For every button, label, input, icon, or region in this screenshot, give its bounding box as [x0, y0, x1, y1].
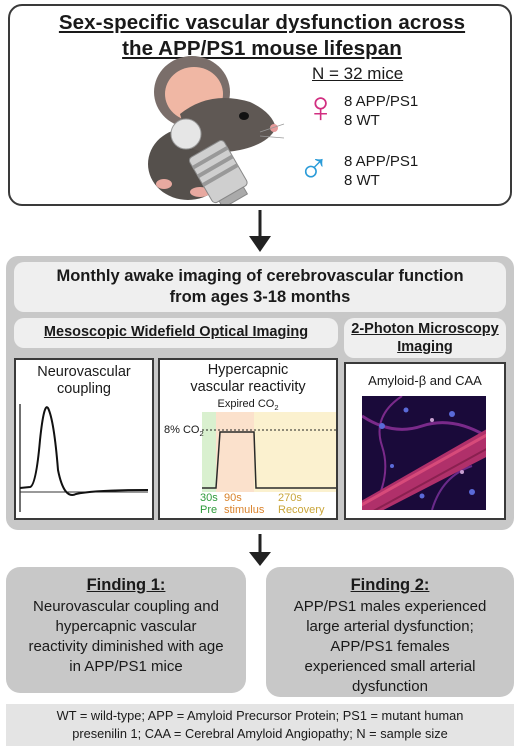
male-symbol-icon: ♂ [298, 143, 330, 190]
finding-1-line: hypercapnic vascular [55, 618, 197, 635]
footnote-line-1: WT = wild-type; APP = Amyloid Precursor … [56, 708, 464, 723]
nvc-label-line-1: Neurovascular [37, 364, 131, 380]
finding-2-line: APP/PS1 females [330, 638, 450, 655]
two-photon-line-2: Imaging [397, 339, 453, 355]
flow-arrow-icon [249, 210, 271, 252]
female-group: 8 APP/PS1 8 WT [344, 92, 418, 130]
finding-2-card: Finding 2: APP/PS1 males experienced lar… [266, 567, 514, 697]
hvr-card: Hypercapnic vascular reactivity Expired … [158, 358, 338, 520]
finding-2-line: dysfunction [352, 678, 428, 695]
mouse-illustration [148, 56, 285, 204]
study-overview-box: Sex-specific vascular dysfunction across… [8, 4, 512, 206]
two-photon-micrograph [362, 396, 486, 510]
flow-arrow-2-icon [249, 534, 271, 566]
female-symbol-icon: ♀ [304, 83, 337, 132]
title-line-2: the APP/PS1 mouse lifespan [122, 37, 402, 60]
imaging-title-line-2: from ages 3-18 months [169, 288, 351, 306]
finding-2-title: Finding 2: [350, 576, 430, 594]
finding-2-line: large arterial dysfunction; [306, 618, 474, 635]
male-app-count: 8 APP/PS1 [344, 153, 419, 170]
finding-1-line: reactivity diminished with age [28, 638, 224, 655]
two-photon-line-1: 2-Photon Microscopy [351, 321, 499, 337]
imaging-title-line-1: Monthly awake imaging of cerebrovascular… [56, 267, 464, 285]
hvr-co2-plot [202, 412, 336, 492]
male-wt-count: 8 WT [344, 172, 380, 189]
nvc-response-curve [19, 404, 149, 512]
two-photon-heading: 2-Photon Microscopy Imaging [344, 318, 506, 358]
title-line-1: Sex-specific vascular dysfunction across [58, 11, 466, 34]
caa-card: Amyloid-β and CAA [344, 362, 506, 520]
female-app-count: 8 APP/PS1 [344, 93, 419, 110]
caa-label: Amyloid-β and CAA [368, 373, 482, 388]
hvr-label-line-2: vascular reactivity [190, 379, 306, 395]
cohort-size: N = 32 mice [312, 64, 404, 83]
finding-2-line: APP/PS1 males experienced [293, 598, 487, 615]
abbreviations-footnote: WT = wild-type; APP = Amyloid Precursor … [6, 704, 514, 746]
co2-level-label: 8% CO2 [164, 424, 204, 439]
finding-1-title: Finding 1: [86, 576, 166, 594]
mesoscopic-heading: Mesoscopic Widefield Optical Imaging [14, 318, 338, 348]
imaging-panel-title: Monthly awake imaging of cerebrovascular… [14, 262, 506, 312]
male-group: 8 APP/PS1 8 WT [344, 152, 418, 190]
finding-1-card: Finding 1: Neurovascular coupling and hy… [6, 567, 246, 693]
finding-1-line: Neurovascular coupling and [33, 598, 219, 615]
expired-co2-label: Expired CO2 [217, 398, 279, 413]
nvc-card: Neurovascular coupling [14, 358, 154, 520]
hvr-label-line-1: Hypercapnic [207, 362, 289, 378]
finding-1-line: in APP/PS1 mice [69, 658, 183, 675]
female-wt-count: 8 WT [344, 112, 380, 129]
nvc-label-line-2: coupling [56, 381, 111, 397]
finding-2-line: experienced small arterial [304, 658, 476, 675]
footnote-line-2: presenilin 1; CAA = Cerebral Amyloid Ang… [72, 726, 448, 741]
